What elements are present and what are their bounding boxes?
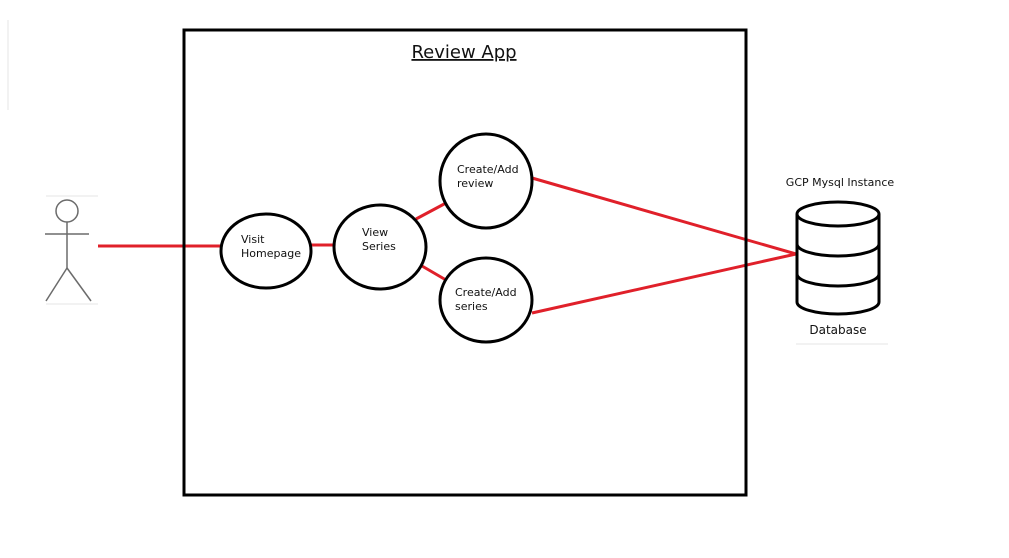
usecase-label-line1: Create/Add — [457, 163, 519, 176]
usecase-create-series: Create/Add series — [438, 256, 534, 344]
usecase-label-line2: review — [457, 177, 493, 190]
system-boundary — [182, 28, 748, 497]
usecase-label-line1: Visit — [241, 233, 265, 246]
actor-user-icon — [45, 199, 92, 302]
usecase-visit-homepage: Visit Homepage — [219, 212, 313, 290]
usecase-label-line2: Series — [362, 240, 396, 253]
database-title: GCP Mysql Instance — [786, 176, 895, 189]
connectors — [98, 176, 797, 315]
usecase-label-line1: Create/Add — [455, 286, 517, 299]
database-label: Database — [809, 323, 866, 337]
usecase-label-line2: Homepage — [241, 247, 301, 260]
connector-viewseries-review — [415, 201, 447, 221]
usecase-label-line1: View — [362, 226, 388, 239]
usecase-view-series: View Series — [332, 203, 428, 291]
database-cylinder-icon — [795, 200, 881, 316]
connector-series-database — [531, 252, 797, 315]
faint-grid — [7, 20, 888, 345]
usecase-label-line2: series — [455, 300, 488, 313]
usecase-create-review: Create/Add review — [438, 132, 534, 230]
connector-viewseries-series — [421, 264, 447, 282]
system-title: Review App — [411, 42, 516, 63]
connector-review-database — [531, 176, 797, 256]
